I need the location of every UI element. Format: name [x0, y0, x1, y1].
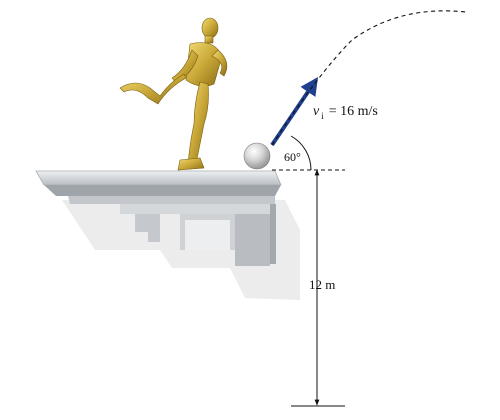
ball	[243, 142, 271, 170]
trajectory-path	[271, 10, 467, 146]
cliff-ledge	[35, 170, 282, 266]
angle-label: 60°	[284, 150, 301, 164]
height-label: 12 m	[309, 277, 335, 292]
angle-arc	[290, 135, 312, 171]
kicking-figure	[119, 17, 228, 171]
